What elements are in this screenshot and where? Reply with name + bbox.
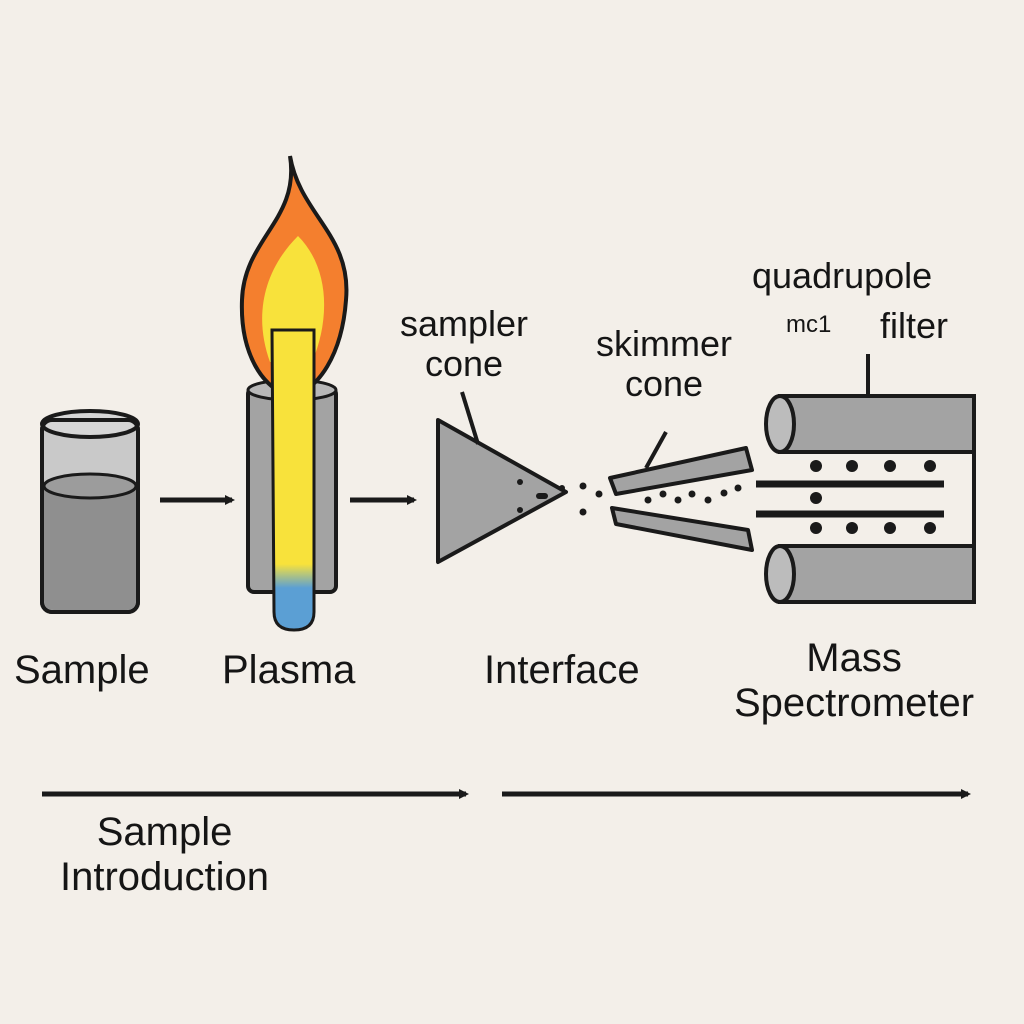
beaker-icon	[40, 409, 140, 614]
stray-mark-label: mc1	[786, 311, 832, 338]
filter-label: filter	[880, 305, 949, 346]
interface-label: Interface	[484, 648, 640, 692]
quadrupole-rods-icon	[756, 354, 976, 604]
sampler-cone-label: sampler cone	[400, 303, 529, 385]
flame-icon	[239, 155, 349, 632]
cone-icon	[436, 391, 568, 564]
sample-introduction-label: Sample Introduction	[60, 810, 270, 899]
plasma-label: Plasma	[222, 648, 356, 692]
skimmer-cone-label: skimmer cone	[596, 323, 732, 405]
mass-spectrometer-label: Mass Spectrometer	[734, 636, 975, 725]
quadrupole-label: quadrupole	[752, 255, 933, 296]
sample-label: Sample	[14, 648, 150, 692]
skimmer-cone-icon	[608, 431, 754, 552]
ion-beam-dots	[579, 482, 742, 516]
